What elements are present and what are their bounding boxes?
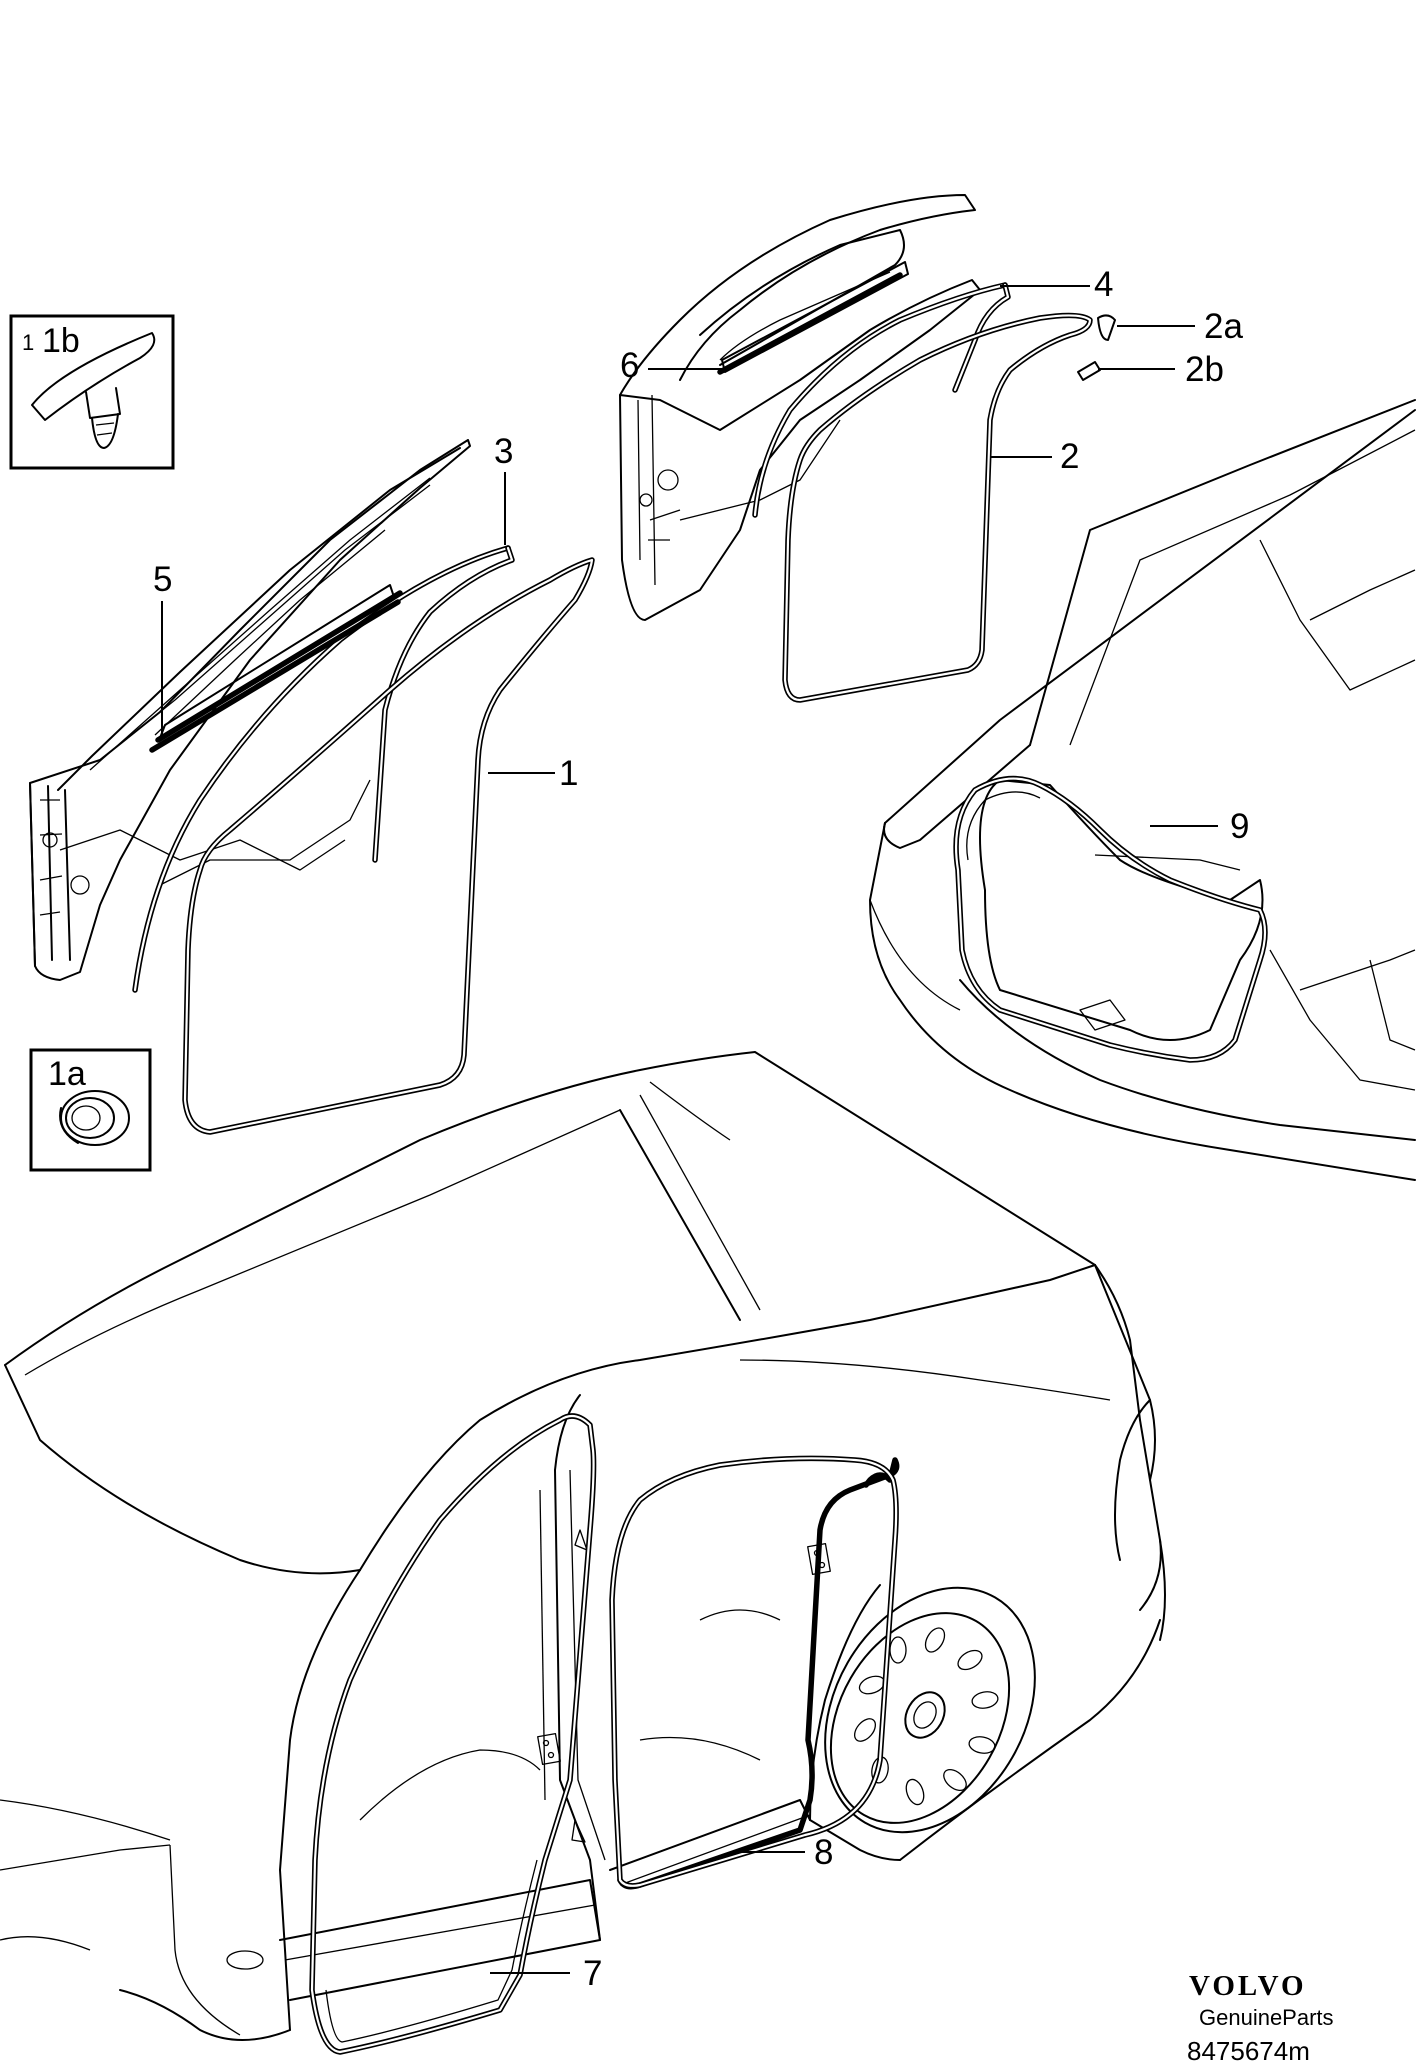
- seal-9-trunk: [953, 775, 1268, 1063]
- car-body: [0, 1051, 1166, 2041]
- wheel-holes: [853, 1627, 999, 1806]
- inset-1a-plug: 1a: [29, 1048, 152, 1172]
- inset-1a-label: 1a: [48, 1055, 86, 1093]
- callout-2a: 2a: [1204, 307, 1243, 346]
- brand-subtitle: GenuineParts: [1199, 2005, 1334, 2030]
- callout-9: 9: [1230, 807, 1249, 846]
- seal-1-front-door: [182, 557, 595, 1135]
- callout-2b: 2b: [1185, 350, 1224, 389]
- seal-7-front-opening: [309, 1413, 597, 2055]
- brand-logo: VOLVO: [1189, 1970, 1307, 2002]
- strip-5-front-belt: [149, 590, 403, 753]
- seal-2-rear-door: [782, 312, 1093, 703]
- callout-1: 1: [559, 754, 578, 793]
- plug-icon: [59, 1090, 130, 1146]
- front-door: [29, 439, 471, 981]
- callout-8: 8: [814, 1833, 833, 1872]
- inset-1b-label: 1b: [42, 322, 80, 360]
- callout-4: 4: [1094, 265, 1113, 304]
- seal-8-rear-opening: [609, 1455, 900, 1890]
- callout-7: 7: [583, 1954, 602, 1993]
- inset-1b-clip: 1 1b: [9, 314, 175, 470]
- seal-4-rear-window-channel: [752, 282, 1011, 518]
- callout-5: 5: [153, 560, 172, 599]
- callout-labels: 1 2 2a 2b 3 4 5 6 7 8 9: [153, 265, 1249, 1993]
- strip-6-rear-belt: [717, 272, 903, 375]
- brand-block: VOLVO GenuineParts 8475674m: [1187, 1970, 1334, 2066]
- seal-3-window-channel: [132, 545, 515, 993]
- callout-3: 3: [494, 432, 513, 471]
- inset-1b-small-label: 1: [22, 330, 34, 355]
- callout-6: 6: [620, 346, 639, 385]
- callout-2: 2: [1060, 437, 1079, 476]
- part-2a: [1097, 314, 1116, 341]
- clip-icon: [31, 332, 156, 449]
- leader-lines: [161, 285, 1218, 1974]
- rear-trunk-view: [869, 399, 1416, 1181]
- diagram-code: 8475674m: [1187, 2036, 1310, 2066]
- part-2b: [1077, 361, 1101, 381]
- rear-door: [619, 194, 981, 621]
